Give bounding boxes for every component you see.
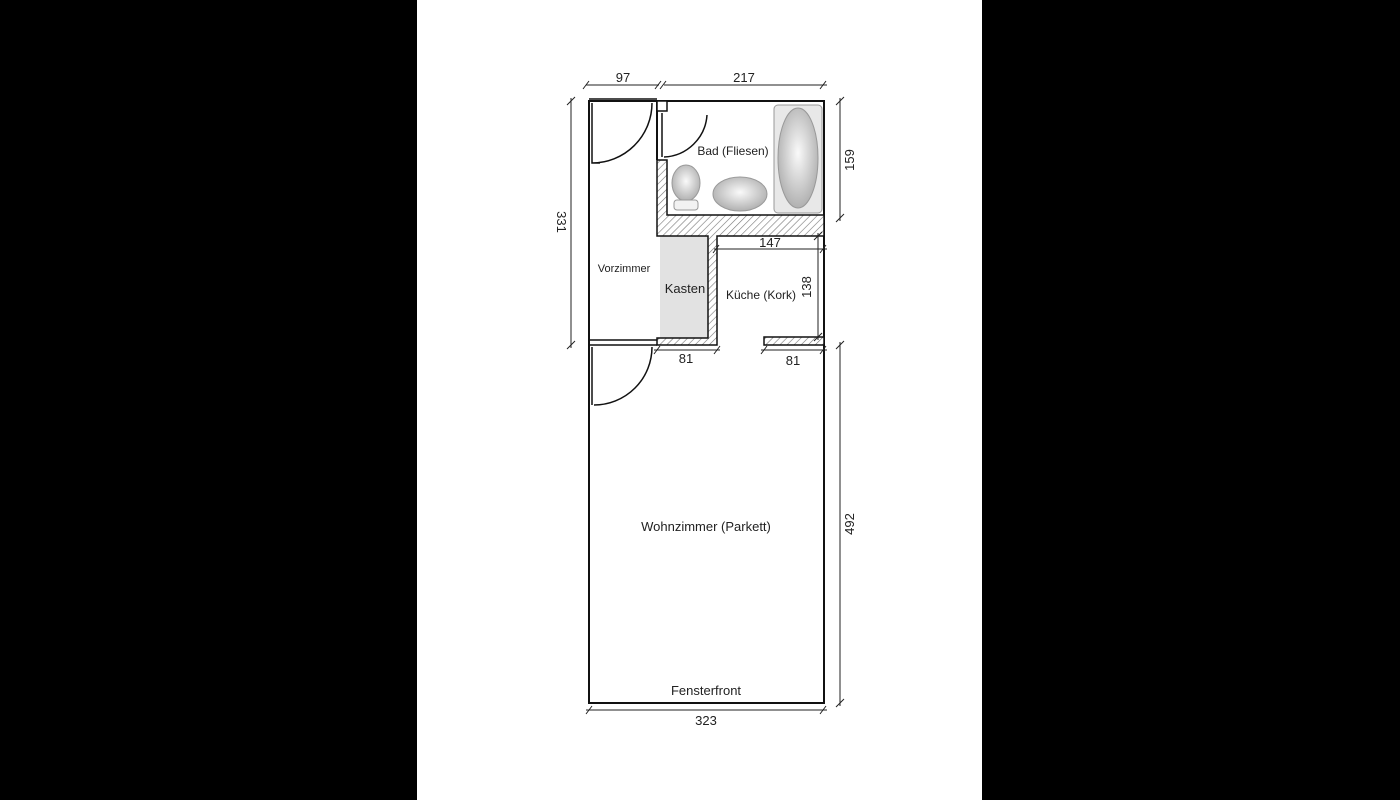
hatched-walls bbox=[656, 159, 825, 346]
dim-kueche-width: 147 bbox=[759, 235, 781, 250]
dim-opening-left: 81 bbox=[679, 351, 693, 366]
floor-plan-page bbox=[417, 0, 982, 800]
dim-kueche-height: 138 bbox=[799, 276, 814, 298]
kasten-area bbox=[660, 236, 708, 338]
label-kueche: Küche (Kork) bbox=[726, 288, 796, 302]
bathroom-fixtures bbox=[671, 104, 823, 214]
label-bad: Bad (Fliesen) bbox=[697, 144, 768, 158]
dim-opening-right: 81 bbox=[786, 353, 800, 368]
label-kasten: Kasten bbox=[665, 281, 705, 296]
dim-bad-height: 159 bbox=[842, 149, 857, 171]
dim-top-left: 97 bbox=[616, 70, 630, 85]
sink-icon bbox=[712, 176, 768, 212]
dim-left: 331 bbox=[554, 211, 569, 233]
dim-wohn-height: 492 bbox=[842, 513, 857, 535]
label-fensterfront: Fensterfront bbox=[671, 683, 741, 698]
toilet-icon bbox=[671, 164, 701, 202]
door-bad bbox=[661, 113, 708, 158]
label-vorzimmer: Vorzimmer bbox=[598, 263, 651, 275]
door-vorzimmer bbox=[591, 102, 653, 164]
doors bbox=[591, 102, 708, 406]
dimension-lines bbox=[566, 80, 845, 715]
label-wohnzimmer: Wohnzimmer (Parkett) bbox=[641, 519, 771, 534]
dim-bottom: 323 bbox=[695, 713, 717, 728]
outer-wall bbox=[588, 100, 825, 704]
door-wohnzimmer bbox=[591, 346, 653, 406]
dim-top-right: 217 bbox=[733, 70, 755, 85]
